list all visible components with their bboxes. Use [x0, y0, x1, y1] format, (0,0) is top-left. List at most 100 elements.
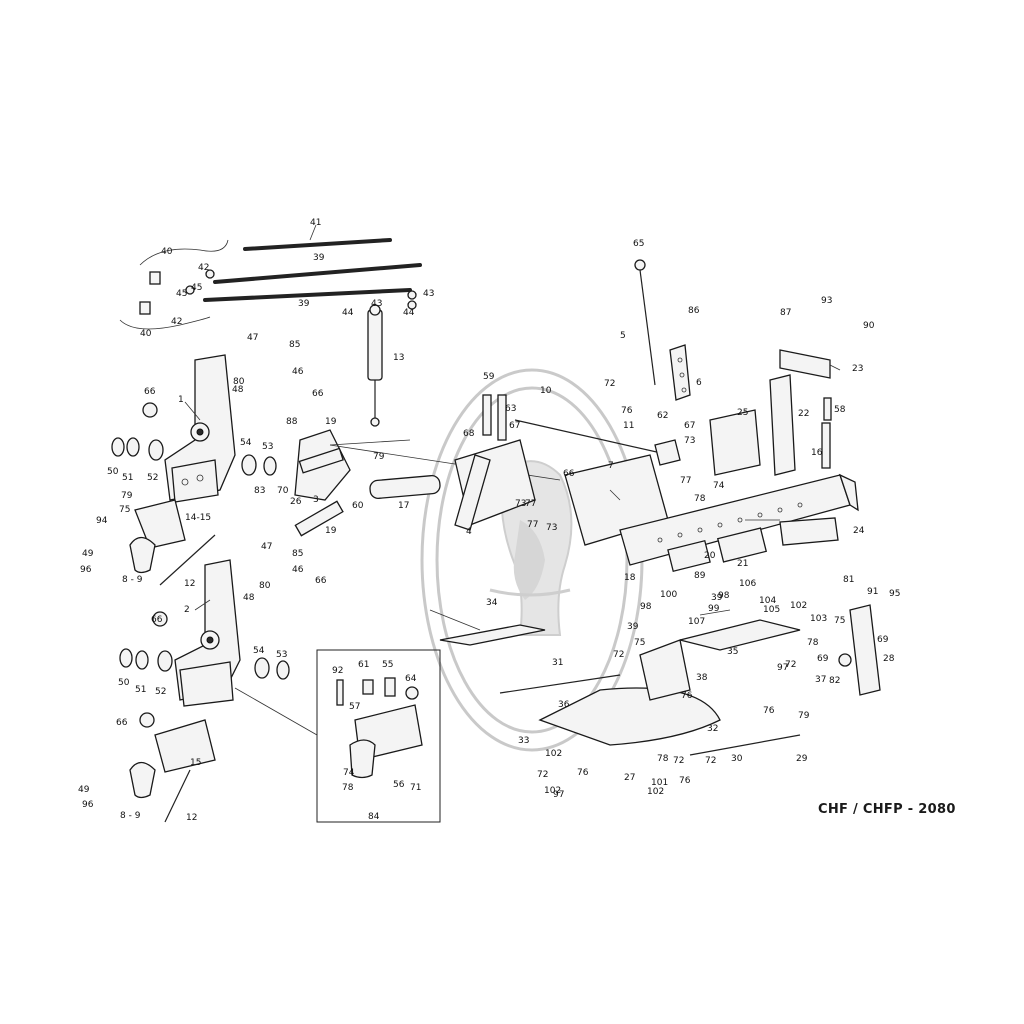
callout: 70: [277, 486, 289, 496]
callout: 78: [657, 754, 669, 764]
callout: 72: [613, 650, 624, 660]
callout: 35: [727, 647, 738, 657]
callout: 75: [119, 505, 130, 515]
callout: 27: [624, 773, 635, 783]
callout: 23: [852, 364, 863, 374]
callout: 53: [276, 650, 287, 660]
callout: 10: [540, 386, 552, 396]
callout: 76: [621, 406, 633, 416]
callout: 49: [78, 785, 90, 795]
swivel-plates: [129, 499, 216, 799]
callout: 53: [262, 442, 273, 452]
callout: 72: [673, 756, 684, 766]
callout: 72: [537, 770, 548, 780]
callout: 100: [660, 590, 677, 600]
callout: 20: [704, 551, 716, 561]
callout: 25: [737, 408, 748, 418]
callout: 87: [780, 308, 791, 318]
callout: 76: [577, 768, 589, 778]
callout: 107: [688, 617, 705, 627]
callout: 96: [82, 800, 94, 810]
callout: 66: [116, 718, 128, 728]
callout: 101: [651, 778, 668, 788]
callout: 69: [817, 654, 829, 664]
callout: 51: [122, 473, 133, 483]
callout: 62: [657, 411, 668, 421]
callout: 102: [544, 786, 561, 796]
main-frame-beam: [564, 454, 859, 573]
callout: 56: [393, 780, 405, 790]
callout: 47: [247, 333, 258, 343]
callout: 72: [785, 660, 796, 670]
callout: 94: [96, 516, 108, 526]
callout: 48: [243, 593, 255, 603]
callout: 24: [853, 526, 865, 536]
callout: 91: [867, 587, 878, 597]
callout: 102: [790, 601, 807, 611]
callout: 11: [623, 421, 634, 431]
callout: 50: [118, 678, 130, 688]
callout: 61: [358, 660, 369, 670]
callout: 21: [737, 559, 748, 569]
axle-shafts: [159, 534, 216, 823]
callout: 29: [796, 754, 808, 764]
callout: 22: [798, 409, 809, 419]
callout: 66: [563, 469, 575, 479]
callout: 77: [527, 520, 538, 530]
callout: 88: [286, 417, 298, 427]
callout: 17: [398, 501, 409, 511]
callout: 43: [423, 289, 434, 299]
callout: 71: [410, 783, 421, 793]
callout: 47: [261, 542, 272, 552]
callout: 105: [763, 605, 780, 615]
callout: 33: [518, 736, 529, 746]
side-plates: [709, 349, 839, 546]
callout: 76: [679, 776, 691, 786]
callout: 85: [292, 549, 303, 559]
callout: 78: [807, 638, 819, 648]
callout: 2: [184, 605, 190, 615]
callout: 69: [877, 635, 889, 645]
callout: 106: [739, 579, 756, 589]
callout: 8 - 9: [120, 811, 141, 821]
callout: 18: [624, 573, 636, 583]
hydraulic-hoses: [119, 238, 422, 330]
callout: 54: [253, 646, 265, 656]
callout: 79: [121, 491, 133, 501]
callout: 66: [312, 389, 324, 399]
callout: 74: [343, 768, 355, 778]
callout: 81: [843, 575, 854, 585]
callout: 15: [190, 758, 201, 768]
callout: 4: [466, 527, 472, 537]
callout: 95: [889, 589, 900, 599]
callout: 57: [349, 702, 360, 712]
callout: 26: [290, 497, 302, 507]
callout: 58: [834, 405, 846, 415]
callout: 38: [696, 673, 708, 683]
callout: 75: [634, 638, 645, 648]
callout: 12: [186, 813, 197, 823]
callout: 65: [633, 239, 644, 249]
callout: 93: [821, 296, 832, 306]
callout: 5: [620, 331, 626, 341]
callout: 45: [191, 283, 202, 293]
callout: 52: [147, 473, 158, 483]
callout: 28: [883, 654, 895, 664]
beam-connector: [454, 394, 536, 531]
callout: 44: [342, 308, 354, 318]
callout: 30: [731, 754, 743, 764]
callout: 49: [82, 549, 94, 559]
callout: 98: [718, 591, 730, 601]
callout: 82: [829, 676, 840, 686]
callout: 80: [233, 377, 245, 387]
frame-bracket-upper: [164, 354, 236, 503]
callout: 43: [371, 299, 382, 309]
callout: 60: [352, 501, 364, 511]
callout: 32: [707, 724, 718, 734]
callout: 80: [259, 581, 271, 591]
callout: 85: [289, 340, 300, 350]
leader-lines: [184, 224, 841, 631]
top-link-rod: [634, 259, 691, 401]
callout: 39: [627, 622, 639, 632]
callout: 72: [705, 756, 716, 766]
